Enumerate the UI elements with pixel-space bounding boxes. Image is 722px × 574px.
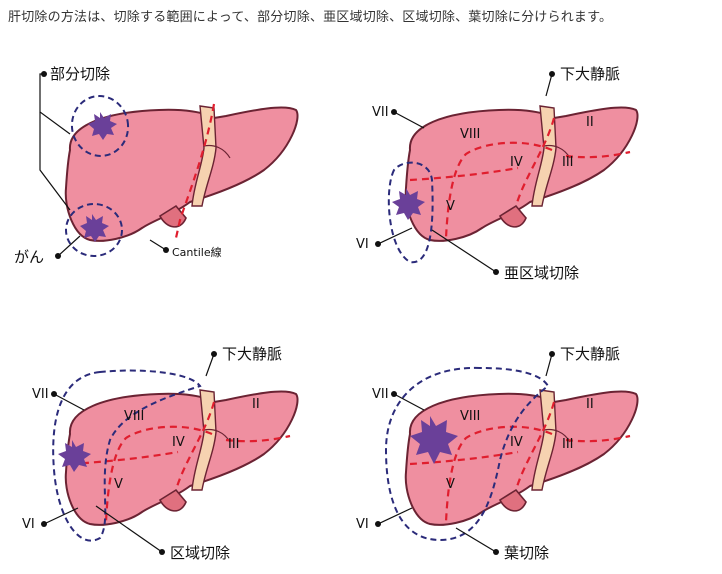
- seg-label-II: II: [586, 115, 594, 130]
- vein-label: 下大静脈: [222, 345, 282, 363]
- resection-outline: [52, 369, 202, 542]
- panel-segmental: VII VIII IV II III V VI 下大静脈 区域切除: [22, 345, 299, 562]
- seg-label-VIII: VIII: [460, 409, 480, 424]
- panel-partial: 部分切除 がん Cantile線: [14, 65, 299, 266]
- liver-shape: [404, 389, 639, 526]
- method-label-segmental: 区域切除: [170, 544, 230, 562]
- panel-subsegmental: VII VIII IV II III V VI 下大静脈 亜区域切除: [356, 65, 639, 282]
- cantlie-label: Cantile線: [172, 245, 222, 259]
- resection-outline-upper: [70, 95, 130, 157]
- seg-label-VIII: VIII: [460, 127, 480, 142]
- seg-label-VIII: VIII: [124, 409, 144, 424]
- cantlie-line: [174, 103, 216, 239]
- seg-label-III: III: [562, 437, 574, 452]
- method-label-lobectomy: 葉切除: [504, 544, 549, 562]
- tumor-icon: [58, 440, 91, 472]
- seg-label-IV: IV: [510, 155, 523, 170]
- seg-label-III: III: [228, 437, 240, 452]
- liver-shape: [404, 105, 639, 242]
- tumor-lower-icon: [80, 214, 109, 242]
- seg-label-IV: IV: [172, 435, 185, 450]
- seg-label-VI: VI: [22, 517, 35, 532]
- vein-label: 下大静脈: [560, 345, 620, 363]
- seg-label-III: III: [562, 155, 574, 170]
- seg-label-VI: VI: [356, 517, 369, 532]
- page-caption: 肝切除の方法は、切除する範囲によって、部分切除、亜区域切除、区域切除、葉切除に分…: [8, 10, 613, 25]
- method-label-partial: 部分切除: [50, 65, 110, 83]
- seg-label-VI: VI: [356, 237, 369, 252]
- seg-label-II: II: [586, 397, 594, 412]
- resection-outline: [387, 161, 434, 264]
- seg-label-V: V: [446, 477, 455, 492]
- resection-outline-lower: [65, 203, 123, 257]
- liver-shape: [64, 389, 299, 526]
- tumor-upper-icon: [88, 112, 117, 140]
- seg-label-V: V: [446, 199, 455, 214]
- tumor-label: がん: [14, 248, 44, 266]
- seg-label-II: II: [252, 397, 260, 412]
- panel-lobectomy: VII VIII IV II III V VI 下大静脈 葉切除: [356, 345, 639, 562]
- tumor-icon: [392, 188, 425, 220]
- seg-label-V: V: [114, 477, 123, 492]
- seg-label-VII: VII: [372, 387, 389, 402]
- seg-label-VII: VII: [32, 387, 49, 402]
- method-label-subsegmental: 亜区域切除: [504, 264, 579, 282]
- seg-label-VII: VII: [372, 105, 389, 120]
- seg-label-IV: IV: [510, 435, 523, 450]
- vein-label: 下大静脈: [560, 65, 620, 83]
- tumor-icon: [410, 416, 458, 464]
